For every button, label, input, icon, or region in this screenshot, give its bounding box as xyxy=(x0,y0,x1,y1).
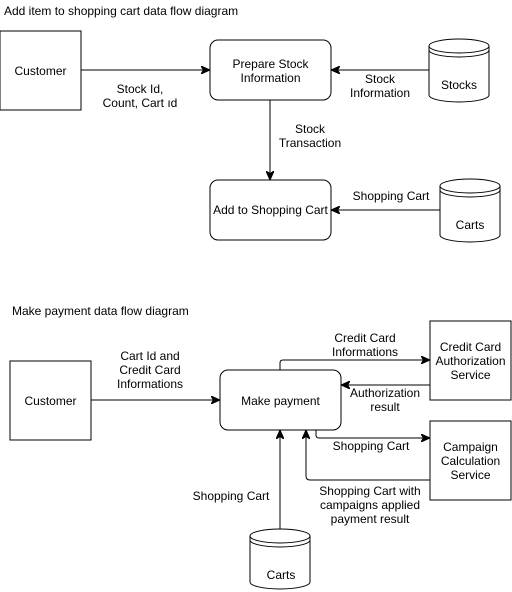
prepare-stock-label-line2: Information xyxy=(240,71,300,85)
label-stock-info-line1: Stock xyxy=(365,72,396,86)
customer-label: Customer xyxy=(14,64,66,78)
label-customer-to-payment-line1: Cart Id and xyxy=(120,349,179,363)
credit-card-service-line1: Credit Card xyxy=(440,340,501,354)
diagram2-title: Make payment data flow diagram xyxy=(12,304,189,318)
prepare-stock-label-line1: Prepare Stock xyxy=(232,57,309,71)
label-credit-card-info-line2: Informations xyxy=(332,345,398,359)
label-customer-to-payment-line2: Credit Card xyxy=(119,363,180,377)
campaign-service-line3: Service xyxy=(450,468,490,482)
credit-card-service-entity[interactable]: Credit Card Authorization Service xyxy=(429,320,512,401)
label-authorization-result-line1: Authorization xyxy=(350,386,420,400)
label-authorization-result-line2: result xyxy=(370,400,400,414)
label-customer-to-prepare-line1: Stock Id, xyxy=(117,82,164,96)
label-customer-to-prepare-line2: Count, Cart ıd xyxy=(103,96,178,110)
customer-label-2: Customer xyxy=(24,394,76,408)
carts-label-2: Carts xyxy=(267,568,296,582)
stocks-label: Stocks xyxy=(441,78,477,92)
credit-card-service-line2: Authorization xyxy=(435,354,505,368)
label-customer-to-payment-line3: Informations xyxy=(117,377,183,391)
label-carts-to-payment: Shopping Cart xyxy=(193,489,270,503)
credit-card-service-line3: Service xyxy=(450,368,490,382)
carts-datastore-2[interactable]: Carts xyxy=(249,528,311,590)
diagram1-title: Add item to shopping cart data flow diag… xyxy=(4,4,238,18)
edge-campaign-to-payment xyxy=(306,431,430,481)
label-credit-card-info-line1: Credit Card xyxy=(334,331,395,345)
label-stock-info-line2: Information xyxy=(350,86,410,100)
customer-entity-2[interactable]: Customer xyxy=(9,360,92,441)
label-stock-transaction-line1: Stock xyxy=(295,122,326,136)
campaign-service-line2: Calculation xyxy=(441,454,500,468)
edge-payment-to-credit-card xyxy=(279,360,429,370)
make-payment-process[interactable]: Make payment xyxy=(219,369,342,431)
make-payment-label: Make payment xyxy=(241,394,320,408)
add-to-cart-label: Add to Shopping Cart xyxy=(213,203,328,217)
prepare-stock-process[interactable]: Prepare Stock Information xyxy=(209,39,332,101)
label-shopping-cart-to-campaign: Shopping Cart xyxy=(333,439,410,453)
campaign-service-entity[interactable]: Campaign Calculation Service xyxy=(429,420,512,501)
label-campaign-result-line2: campaigns applied xyxy=(320,498,420,512)
add-to-cart-process[interactable]: Add to Shopping Cart xyxy=(209,179,332,241)
edge-payment-to-campaign xyxy=(315,430,429,438)
carts-label-1: Carts xyxy=(456,218,485,232)
label-campaign-result-line1: Shopping Cart with xyxy=(319,484,420,498)
campaign-service-line1: Campaign xyxy=(443,440,498,454)
label-stock-transaction-line2: Transaction xyxy=(279,136,341,150)
customer-entity[interactable]: Customer xyxy=(0,30,82,111)
label-shopping-cart-1: Shopping Cart xyxy=(353,189,430,203)
carts-datastore-1[interactable]: Carts xyxy=(439,178,501,243)
label-campaign-result-line3: payment result xyxy=(331,512,410,526)
stocks-datastore[interactable]: Stocks xyxy=(428,38,490,103)
